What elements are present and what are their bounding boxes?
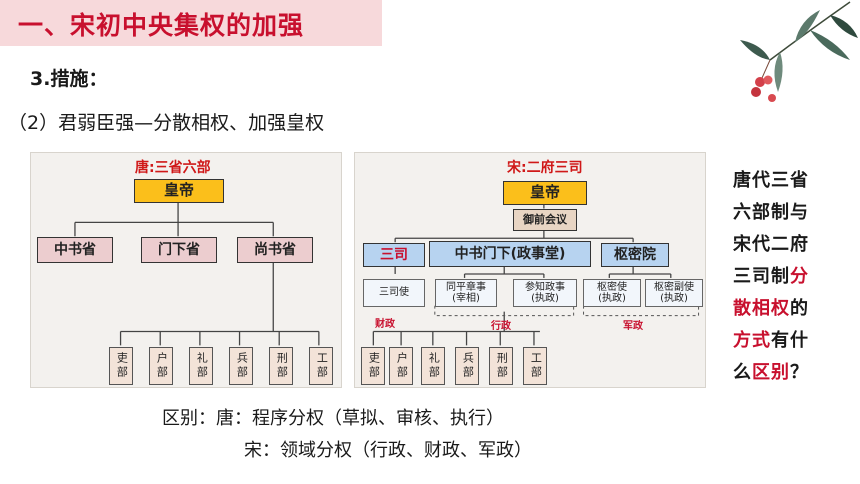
song-category-military: 军政 <box>623 321 643 332</box>
song-diagram: 宋:二府三司 皇帝 御前会议 三司 中书门下(政事堂) 枢密院 三司使 同平章事… <box>354 152 706 388</box>
song-ministry-bing: 兵部 <box>455 347 479 385</box>
song-ministry-gong: 工部 <box>523 347 547 385</box>
song-category-administration: 行政 <box>491 321 511 332</box>
leaf-branch-icon <box>740 1 858 102</box>
header-bar <box>0 0 382 46</box>
song-ministry-hu: 户部 <box>389 347 413 385</box>
song-emperor: 皇帝 <box>503 181 587 205</box>
song-branch-zhongshu-menxia: 中书门下(政事堂) <box>429 241 591 267</box>
song-official-shumi-deputy: 枢密副使 (执政) <box>645 279 703 307</box>
question-text: ？ <box>790 362 809 383</box>
tang-emperor: 皇帝 <box>134 179 224 203</box>
question-line-3: 宋代二府 <box>733 234 809 255</box>
song-official-chancellor: 同平章事 (宰相) <box>435 279 497 307</box>
measures-label: 3.措施： <box>30 68 108 90</box>
question-line-2: 六部制与 <box>733 202 809 223</box>
song-imperial-council: 御前会议 <box>513 209 577 231</box>
question-line-5: 散相权的 <box>733 294 809 320</box>
song-branch-sansi: 三司 <box>363 243 425 267</box>
song-official-shumishi: 枢密使 (执政) <box>583 279 641 307</box>
subheading: （2）君弱臣强—分散相权、加强皇权 <box>8 112 325 134</box>
question-highlight: 散相权 <box>733 298 790 319</box>
tang-connectors <box>74 202 320 346</box>
tang-province-zhongshu: 中书省 <box>37 237 113 263</box>
song-category-finance: 财政 <box>375 319 395 330</box>
question-highlight: 方式 <box>733 330 771 351</box>
question-text: 有什 <box>771 330 809 351</box>
question-text: 么 <box>733 362 752 383</box>
tang-ministry-bing: 兵部 <box>229 347 253 385</box>
tang-ministry-gong: 工部 <box>309 347 333 385</box>
question-line-1: 唐代三省 <box>733 170 809 191</box>
song-ministry-xing: 刑部 <box>489 347 513 385</box>
tang-ministry-xing: 刑部 <box>269 347 293 385</box>
question-highlight: 区别 <box>752 362 790 383</box>
song-official-sansishi: 三司使 <box>363 279 425 307</box>
page-title: 一、宋初中央集权的加强 <box>18 11 305 40</box>
song-ministry-li: 吏部 <box>361 347 385 385</box>
song-branch-shumiyuan: 枢密院 <box>601 243 669 267</box>
tang-province-menxia: 门下省 <box>141 237 217 263</box>
question-line-4: 三司制分 <box>733 262 809 288</box>
difference-tang: 区别：唐：程序分权（草拟、审核、执行） <box>162 408 504 429</box>
tang-ministry-hu: 户部 <box>149 347 173 385</box>
difference-song: 宋：领域分权（行政、财政、军政） <box>244 440 532 461</box>
question-text: 三司制 <box>733 266 790 287</box>
tang-province-shangshu: 尚书省 <box>237 237 313 263</box>
question-line-6: 方式有什 <box>733 326 809 352</box>
song-official-vice-chancellor: 参知政事 (执政) <box>513 279 577 307</box>
song-title: 宋:二府三司 <box>507 160 583 176</box>
tang-diagram: 唐:三省六部 皇帝 中书省 门下省 尚书省 吏部 户部 礼部 兵部 刑部 工部 <box>30 152 342 388</box>
question-highlight: 分 <box>790 266 809 287</box>
song-connectors <box>372 204 700 346</box>
tang-ministry-li-rites: 礼部 <box>189 347 213 385</box>
tang-ministry-li: 吏部 <box>109 347 133 385</box>
tang-title: 唐:三省六部 <box>135 160 211 176</box>
question-line-7: 么区别？ <box>733 358 809 384</box>
song-ministry-li-rites: 礼部 <box>421 347 445 385</box>
question-text: 的 <box>790 298 809 319</box>
